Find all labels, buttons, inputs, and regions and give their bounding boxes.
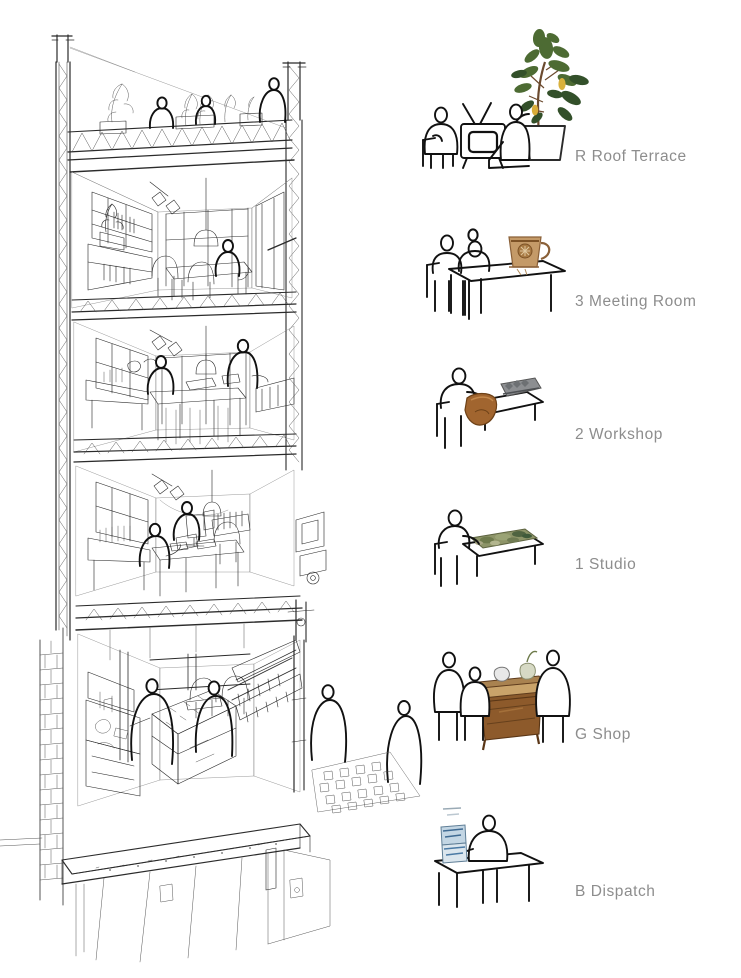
workshop-benches <box>85 358 247 445</box>
lemon-tree-icon <box>511 29 589 161</box>
legend-row-studio: 1 Studio <box>415 500 741 605</box>
kneeling-figure <box>488 103 531 169</box>
level-label-text-workshop: 2 Workshop <box>575 426 663 443</box>
parcel-stack-icon <box>440 807 468 864</box>
level-label-roof-terrace: R Roof Terrace <box>575 148 687 166</box>
floor-slab-level1 <box>75 595 303 661</box>
level-label-dispatch: B Dispatch <box>575 883 655 901</box>
level-label-workshop: 2 Workshop <box>575 426 663 444</box>
legend-row-dispatch: B Dispatch <box>415 805 741 935</box>
brick-party-wall <box>39 627 64 906</box>
teacup-icon <box>508 236 551 276</box>
forecourt-paving <box>311 751 421 814</box>
television-icon <box>460 102 506 169</box>
level-label-text-roof-terrace: R Roof Terrace <box>575 148 687 165</box>
meeting-figures <box>426 228 491 316</box>
level-label-text-meeting-room: 3 Meeting Room <box>575 293 697 310</box>
meeting-room-table <box>151 239 253 301</box>
workshop-vignette <box>427 358 577 453</box>
right-facade-column <box>282 61 307 471</box>
level-meeting-room <box>71 171 297 309</box>
machine-tool-icon <box>500 377 542 397</box>
leather-bag-icon <box>464 392 498 426</box>
street-figures <box>310 684 423 785</box>
shop-goods <box>95 697 129 749</box>
level-dispatch <box>0 823 331 963</box>
floor-slab-level3 <box>71 291 297 321</box>
meeting-table <box>448 260 566 320</box>
legend-row-roof-terrace: R Roof Terrace <box>415 0 741 190</box>
shop-structure <box>119 649 251 763</box>
meeting-room-door <box>255 191 297 291</box>
dispatch-vignette <box>425 805 565 910</box>
meeting-room-vignette <box>425 215 585 325</box>
studio-figures <box>138 501 201 569</box>
roof-planters <box>99 112 263 135</box>
roof-plants <box>107 83 255 127</box>
seated-figure-left <box>422 106 459 169</box>
shopfront-columns <box>287 599 315 643</box>
meeting-room-glazing <box>165 207 249 288</box>
shop-figures <box>129 678 234 765</box>
meeting-room-track-lights <box>149 181 181 215</box>
roof-terrace-figures <box>148 77 287 129</box>
shop-chairs <box>185 675 249 719</box>
level-label-studio: 1 Studio <box>575 556 636 574</box>
shop-staircase <box>227 639 303 723</box>
building-section-drawing <box>0 34 423 963</box>
display-cabinet-icon <box>478 650 546 751</box>
level-studio <box>75 465 327 597</box>
level-label-shop: G Shop <box>575 726 631 744</box>
studio-desks <box>87 513 245 597</box>
meeting-room-counter <box>87 203 153 291</box>
shop-vignette <box>427 640 587 755</box>
legend-row-meeting-room: 3 Meeting Room <box>415 215 741 335</box>
meeting-room-pendant <box>193 177 219 247</box>
workshop-lights <box>149 325 217 375</box>
studio-figure <box>434 509 480 587</box>
level-label-text-shop: G Shop <box>575 726 631 743</box>
studio-external-fittings <box>295 511 327 585</box>
level-label-meeting-room: 3 Meeting Room <box>575 293 696 311</box>
level-label-text-dispatch: B Dispatch <box>575 883 656 900</box>
programme-legend: R Roof Terrace <box>415 0 741 978</box>
floor-slab-level2 <box>73 433 297 463</box>
legend-row-shop: G Shop <box>415 640 741 765</box>
shop-front-glazing <box>291 635 307 793</box>
roof-terrace-vignette <box>419 18 619 169</box>
workshop-balustrade <box>255 377 295 413</box>
level-shop <box>77 633 307 807</box>
meeting-room-shelving <box>91 191 153 253</box>
legend-row-workshop: 2 Workshop <box>415 358 741 468</box>
studio-lights <box>151 469 229 517</box>
studio-window <box>95 481 149 545</box>
shop-figures <box>433 649 571 743</box>
level-roof-terrace <box>67 46 295 173</box>
level-label-text-studio: 1 Studio <box>575 556 637 573</box>
studio-vignette <box>429 500 569 590</box>
level-workshop <box>73 321 295 453</box>
workshop-figures <box>146 338 269 395</box>
left-lattice-column <box>51 34 75 641</box>
